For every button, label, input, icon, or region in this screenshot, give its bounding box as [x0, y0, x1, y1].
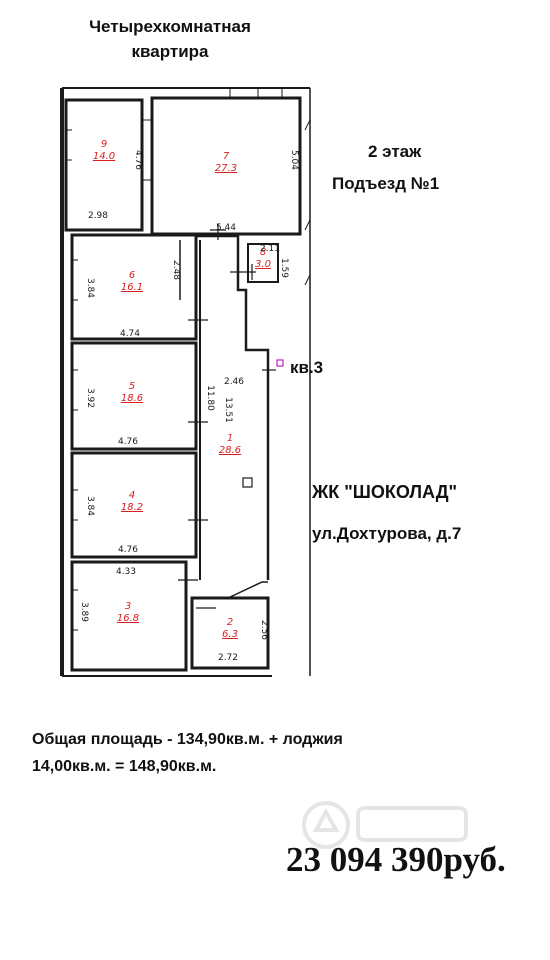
room-area-1: 28.6: [219, 445, 241, 456]
dimension-label: 2.72: [218, 653, 238, 663]
dimension-label: 4.74: [120, 329, 140, 339]
area-line2: 14,00кв.м. = 148,90кв.м.: [32, 758, 217, 775]
dimension-label: 3.84: [85, 496, 95, 516]
entrance-label: Подъезд №1: [332, 174, 440, 193]
dimension-label: 2.98: [88, 211, 108, 221]
dimension-label: 2.11: [260, 244, 280, 254]
dimension-label: 1.59: [279, 258, 289, 278]
dimension-label: 4.76: [118, 437, 138, 447]
room-number-4: 4: [129, 490, 135, 501]
dimension-label: 3.89: [79, 602, 89, 622]
price-label: 23 094 390руб.: [286, 840, 506, 879]
plan-title-line1: Четырехкомнатная: [89, 17, 251, 36]
room-number-9: 9: [101, 139, 107, 150]
dimension-label: 3.92: [85, 388, 95, 408]
room-number-3: 3: [125, 601, 131, 612]
dimension-label: 11.80: [205, 385, 215, 411]
room-area-6: 16.1: [121, 282, 143, 293]
room-number-8: 8: [260, 247, 266, 258]
dimension-label: 2.46: [224, 377, 244, 387]
area-summary: Общая площадь - 134,90кв.м. + лоджия 14,…: [32, 726, 502, 780]
room-number-7: 7: [223, 151, 230, 162]
room-area-3: 16.8: [117, 613, 139, 624]
dimension-label: 4.76: [133, 150, 143, 170]
dimension-label: 5.04: [289, 150, 299, 170]
room-number-1: 1: [227, 433, 233, 444]
room-area-4: 18.2: [121, 502, 143, 513]
dimension-label: 2.48: [171, 260, 181, 280]
dimension-label: 3.84: [85, 278, 95, 298]
room-area-5: 18.6: [121, 393, 143, 404]
area-line1: Общая площадь - 134,90кв.м. + лоджия: [32, 731, 343, 748]
dimension-label: 4.33: [116, 567, 136, 577]
dimension-label: 4.76: [118, 545, 138, 555]
watermark-logo: [302, 801, 468, 849]
room-number-2: 2: [227, 617, 233, 628]
room-area-9: 14.0: [93, 151, 115, 162]
room-area-2: 6.3: [222, 629, 238, 640]
plan-title-line2: квартира: [131, 42, 209, 61]
dimension-label: 5.44: [216, 223, 236, 233]
room-area-7: 27.3: [215, 163, 237, 174]
room-area-8: 3.0: [255, 259, 271, 270]
dimension-label: 2.56: [259, 620, 269, 640]
room-number-6: 6: [129, 270, 135, 281]
plan-title: Четырехкомнатная квартира: [40, 14, 300, 64]
complex-name: ЖК "ШОКОЛАД": [312, 482, 458, 502]
room-number-5: 5: [129, 381, 135, 392]
floor-plan: 914.0 727.3 83.0 616.1 518.6 128.6 418.2 316.8 2…: [60, 87, 311, 677]
address-label: ул.Дохтурова, д.7: [312, 524, 462, 543]
dimension-label: 13.51: [223, 397, 233, 423]
apartment-label: кв.3: [290, 358, 324, 377]
floor-label: 2 этаж: [368, 142, 422, 161]
